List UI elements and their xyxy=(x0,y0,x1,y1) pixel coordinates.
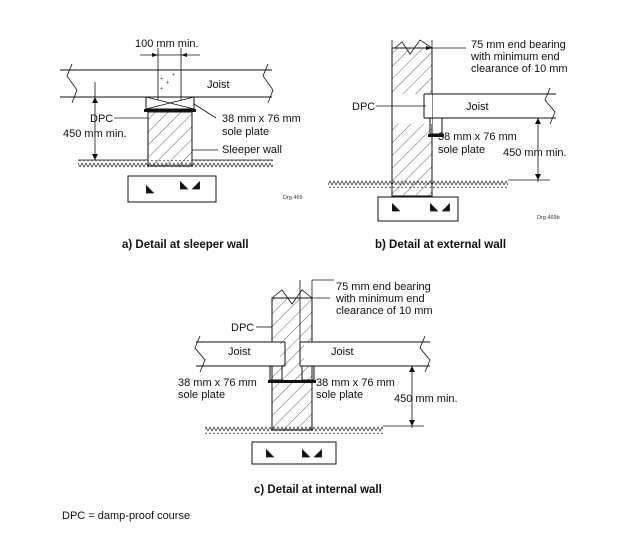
dpc-a xyxy=(144,109,196,112)
caption-b: b) Detail at external wall xyxy=(375,239,506,251)
caption-c: c) Detail at internal wall xyxy=(254,484,382,496)
joist-c-right-label: Joist xyxy=(331,346,354,358)
sleeper-wall-label: Sleeper wall xyxy=(222,144,282,156)
joist-c-left-label: Joist xyxy=(228,346,251,358)
sole-c-right-2: sole plate xyxy=(316,389,363,401)
svg-text:◣ ◢: ◣ ◢ xyxy=(430,201,451,213)
footing-c xyxy=(251,441,337,465)
dpc-b-label: DPC xyxy=(352,101,375,113)
sole-plate-b-label-2: sole plate xyxy=(438,144,485,156)
height-a-label: 450 mm min. xyxy=(63,128,127,140)
height-b-label: 450 mm min. xyxy=(503,147,567,159)
ground-line-a xyxy=(78,160,273,168)
svg-text:◣: ◣ xyxy=(392,201,401,213)
dim-450mm-c xyxy=(383,366,424,428)
bearing-b-2: with minimum end xyxy=(470,51,560,63)
diagram-a-sleeper-wall: ◣ ◣ ◢ + + + + 100 mm min. Joist DPC 450 … xyxy=(60,38,303,251)
dim-450mm-b xyxy=(508,118,550,182)
bearing-b-1: 75 mm end bearing xyxy=(471,39,566,51)
dim-100mm-label: 100 mm min. xyxy=(135,38,199,50)
svg-text:+: + xyxy=(172,72,175,78)
bearing-c-3: clearance of 10 mm xyxy=(336,305,433,317)
diagram-b-external-wall: ◣ ◣ ◢ 75 mm end bearing with minimum end… xyxy=(328,39,568,251)
bearing-c-2: with minimum end xyxy=(335,293,425,305)
drg-b: Drg.469b xyxy=(537,215,560,221)
svg-text:+: + xyxy=(160,76,163,82)
dim-450mm-a xyxy=(88,82,140,160)
svg-text:◣ ◢: ◣ ◢ xyxy=(302,447,323,459)
sole-c-left-2: sole plate xyxy=(178,389,225,401)
svg-text:◣: ◣ xyxy=(266,447,275,459)
svg-text:◣: ◣ xyxy=(146,183,155,195)
svg-text:+: + xyxy=(166,80,169,86)
sleeper-wall xyxy=(147,111,193,167)
sole-plate-b-label-1: 38 mm x 76 mm xyxy=(438,131,517,143)
dpc-a-label: DPC xyxy=(90,113,113,125)
sole-plate-a-label-1: 38 mm x 76 mm xyxy=(222,113,301,125)
dpc-legend: DPC = damp-proof course xyxy=(62,510,190,522)
ground-line-c xyxy=(205,426,383,434)
caption-a: a) Detail at sleeper wall xyxy=(122,239,249,251)
drg-a: Drg.469 xyxy=(283,195,303,201)
footing-b xyxy=(377,196,459,222)
sole-c-right-1: 38 mm x 76 mm xyxy=(316,377,395,389)
joist-a-label: Joist xyxy=(207,79,230,91)
ground-line-b xyxy=(328,180,508,188)
bearing-c-1: 75 mm end bearing xyxy=(336,281,431,293)
dim-end-bearing-b xyxy=(391,40,466,94)
joist-b-label: Joist xyxy=(466,101,489,113)
dpc-b xyxy=(428,134,444,137)
svg-text:+: + xyxy=(160,86,163,92)
dim-100mm: + + + + xyxy=(140,48,200,100)
sole-plate-a-label-2: sole plate xyxy=(222,126,269,138)
dpc-c-label: DPC xyxy=(231,322,254,334)
svg-text:◣ ◢: ◣ ◢ xyxy=(180,179,201,191)
bearing-b-3: clearance of 10 mm xyxy=(471,63,568,75)
diagram-c-internal-wall: ◣ ◣ ◢ 75 mm end bearing with minimum end… xyxy=(178,279,458,496)
sole-c-left-1: 38 mm x 76 mm xyxy=(178,377,257,389)
dpc-c xyxy=(268,380,316,383)
height-c-label: 450 mm min. xyxy=(394,393,458,405)
dim-end-bearing-c xyxy=(280,279,334,342)
footing-a xyxy=(127,175,217,203)
